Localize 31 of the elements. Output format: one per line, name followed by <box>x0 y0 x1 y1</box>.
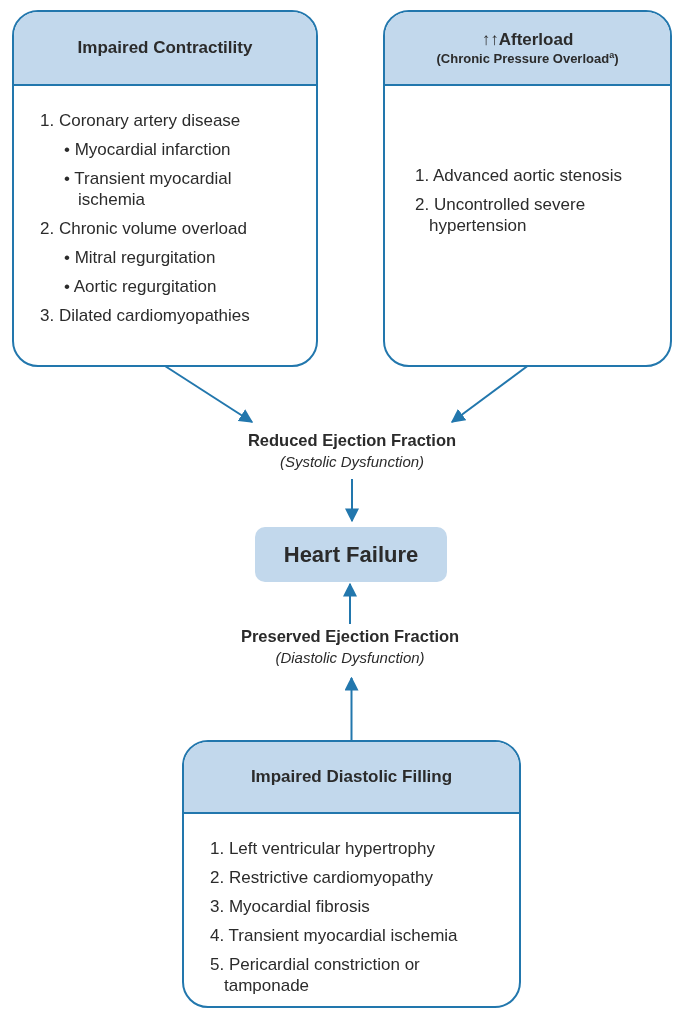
node-sublabel: (Systolic Dysfunction) <box>279 452 425 472</box>
header-title: ↑↑Afterload <box>481 29 574 50</box>
list-item: 2. Restrictive cardiomyopathy <box>210 867 434 888</box>
header-title: Impaired Contractility <box>77 38 253 58</box>
node-label: Reduced Ejection Fraction <box>247 430 457 451</box>
list-item: 1. Coronary artery disease <box>40 110 242 131</box>
list-item: 2. Chronic volume overload <box>40 218 248 239</box>
category-card <box>12 10 318 367</box>
list-item: 3. Myocardial fibrosis <box>210 896 371 917</box>
list-item: 1. Advanced aortic stenosis <box>415 165 623 186</box>
node-label: Preserved Ejection Fraction <box>240 626 460 647</box>
list-item: • Mitral regurgitation <box>63 247 217 268</box>
list-item: • Myocardial infarction <box>63 139 232 160</box>
header-subtitle: (Chronic Pressure Overload$^{a}$) <box>436 49 619 67</box>
outcome-box: Heart Failure <box>255 527 447 582</box>
list-item: 3. Dilated cardiomyopathies <box>40 305 251 326</box>
list-item: 4. Transient myocardial ischemia <box>210 925 459 946</box>
list-item: 5. Pericardial constriction or tamponade <box>210 954 421 996</box>
category-card <box>383 10 672 367</box>
node-sublabel: (Diastolic Dysfunction) <box>275 648 425 668</box>
header-title: Impaired Diastolic Filling <box>250 767 453 787</box>
arrow <box>450 365 529 423</box>
category-card <box>182 740 521 1008</box>
arrow <box>345 478 359 523</box>
list-item: • Aortic regurgitation <box>63 276 218 297</box>
arrow <box>164 365 254 423</box>
list-item: • Transient myocardial ischemia <box>63 168 233 210</box>
list-item: 1. Left ventricular hypertrophy <box>210 838 436 859</box>
arrow <box>343 582 357 625</box>
arrow <box>344 676 359 741</box>
list-item: 2. Uncontrolled severe hypertension <box>415 194 587 236</box>
